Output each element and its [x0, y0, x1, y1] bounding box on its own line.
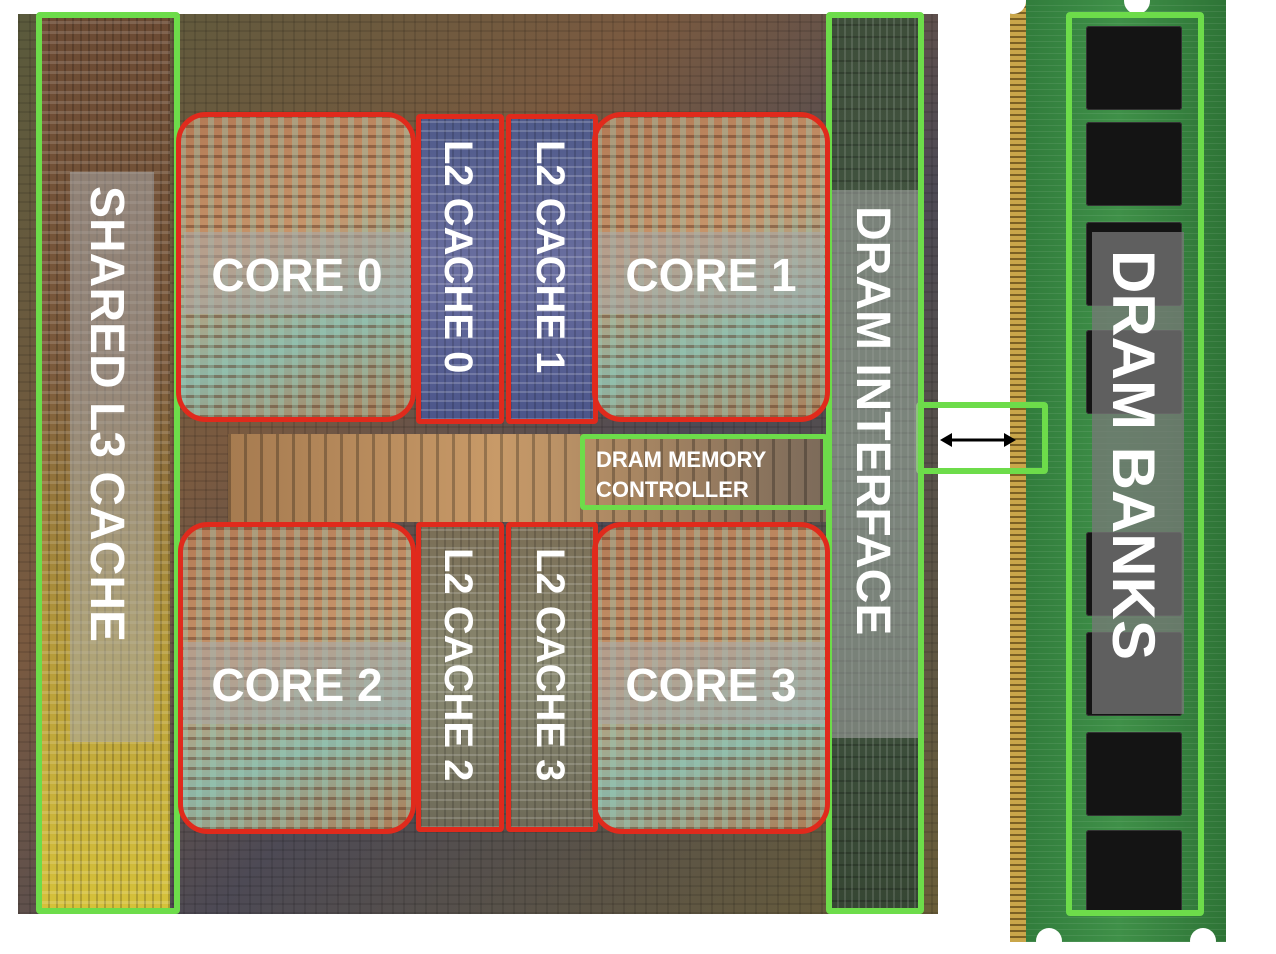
- l2-cache-2-outline: [416, 522, 504, 832]
- l2-cache-3-label: L2 CACHE 3: [528, 548, 572, 782]
- core-2-label: CORE 2: [211, 659, 383, 711]
- dram-memory-controller-outline: [580, 434, 828, 510]
- l2-cache-1-label: L2 CACHE 1: [528, 140, 572, 374]
- dram-link-outline: [916, 402, 1048, 474]
- l2-cache-3-outline: [506, 522, 598, 832]
- label-backdrop: [832, 190, 918, 738]
- dram-banks-label: DRAM BANKS: [1100, 250, 1167, 660]
- module-notch: [1036, 928, 1062, 954]
- dram-banks-outline: [1066, 12, 1204, 916]
- double-headed-arrow-icon: [936, 425, 1020, 455]
- label-backdrop: [184, 232, 410, 314]
- core-1-label: CORE 1: [625, 249, 797, 301]
- dram-interface-label: DRAM INTERFACE: [846, 206, 899, 636]
- core-2-outline: [178, 522, 416, 834]
- core-0-outline: [176, 112, 416, 422]
- l2-cache-3-region: [510, 526, 594, 828]
- dram-chip: [1086, 732, 1182, 816]
- l2-cache-0-label: L2 CACHE 0: [436, 140, 480, 374]
- l2-cache-1-outline: [506, 114, 598, 424]
- label-backdrop: [184, 642, 410, 724]
- l2-cache-2-label: L2 CACHE 2: [436, 548, 480, 782]
- core-0-label: CORE 0: [211, 249, 383, 301]
- label-backdrop: [1092, 232, 1184, 714]
- module-notch: [1190, 928, 1216, 954]
- shared-l3-cache-label: SHARED L3 CACHE: [80, 186, 133, 643]
- dram-chip: [1086, 830, 1182, 914]
- memory-controller-label-line1: DRAM MEMORY: [596, 447, 767, 472]
- dram-chip: [1086, 26, 1182, 110]
- dram-chip: [1086, 122, 1182, 206]
- label-backdrop: [598, 232, 824, 314]
- label-backdrop: [598, 642, 824, 724]
- l2-cache-1-region: [510, 118, 594, 420]
- l2-cache-0-outline: [416, 114, 504, 424]
- core-3-label: CORE 3: [625, 659, 797, 711]
- l2-cache-2-region: [420, 526, 500, 828]
- shared-l3-cache-outline: [36, 12, 180, 914]
- memory-controller-label-line2: CONTROLLER: [596, 477, 749, 502]
- l2-cache-0-region: [420, 118, 500, 420]
- label-backdrop: [70, 172, 154, 742]
- module-notch: [1124, 0, 1150, 14]
- module-notch: [1000, 0, 1026, 14]
